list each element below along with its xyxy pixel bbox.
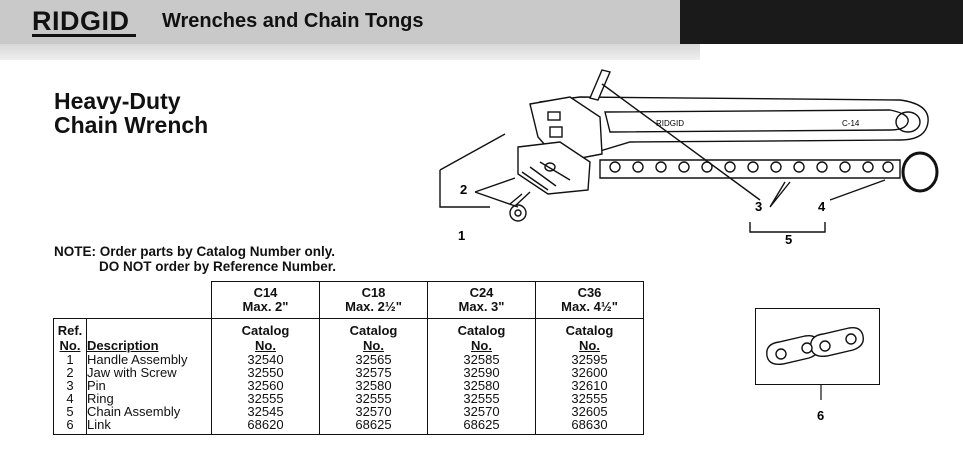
callout-1: 1	[458, 228, 465, 243]
page-title-line2: Chain Wrench	[54, 112, 209, 138]
model-header-c18: C18 Max. 2½"	[319, 281, 428, 319]
page-title-line1: Heavy-Duty	[54, 88, 181, 114]
wrench-brand-label: RIDGID	[656, 119, 684, 128]
callout-5: 5	[785, 232, 792, 247]
catalog-col-c18: 32565 32575 32580 32555 32570 68625	[319, 353, 428, 435]
page-title: Heavy-Duty Chain Wrench	[54, 89, 208, 137]
handle-hole	[895, 111, 921, 133]
table-row: 4	[66, 391, 74, 406]
table-row: 3	[66, 378, 74, 393]
banner-black-panel	[680, 0, 963, 44]
order-note: NOTE: Order parts by Catalog Number only…	[54, 244, 336, 274]
callout-4: 4	[818, 199, 826, 214]
table-data-block: 1 2 3 4 5 6 Handle Assembly Jaw with Scr…	[53, 352, 644, 435]
table-row: 5	[66, 404, 74, 419]
header-banner: RIDGID Wrenches and Chain Tongs	[0, 0, 963, 60]
ring-part	[901, 151, 939, 193]
table-row: 2	[66, 365, 74, 380]
table-model-header-row: C14 Max. 2" C18 Max. 2½" C24 Max. 3" C36…	[54, 281, 644, 319]
table-body: Ref. No. Description Catalog No. Catalog…	[53, 318, 644, 435]
brand-logo-underline	[32, 34, 136, 37]
order-note-line2: DO NOT order by Reference Number.	[99, 259, 337, 274]
chain-link-illustration: 6	[755, 308, 880, 423]
order-note-line1: NOTE: Order parts by Catalog Number only…	[54, 244, 336, 259]
table-row: 1	[66, 352, 74, 367]
catalog-col-c24: 32585 32590 32580 32555 32570 68625	[427, 353, 536, 435]
parts-table: C14 Max. 2" C18 Max. 2½" C24 Max. 3" C36…	[53, 281, 644, 435]
catalog-col-c36: 32595 32600 32610 32555 32605 68630	[535, 353, 644, 435]
pin-part	[589, 69, 611, 101]
model-header-c36: C36 Max. 4½"	[535, 281, 644, 319]
chain-wrench-exploded-illustration: 2 1 3 4 5 RIDGID C-14	[439, 69, 939, 247]
callout-6: 6	[817, 408, 824, 423]
model-header-c24: C24 Max. 3"	[427, 281, 536, 319]
catalog-col-c14: 32540 32550 32560 32555 32545 68620	[211, 353, 320, 435]
table-row: 6	[66, 417, 74, 432]
callout-3: 3	[755, 199, 762, 214]
banner-strip	[0, 44, 700, 60]
chain-part	[599, 159, 901, 179]
section-title: Wrenches and Chain Tongs	[162, 10, 424, 32]
table-column-header-row: Ref. No. Description Catalog No. Catalog…	[53, 318, 644, 353]
callout-2: 2	[460, 182, 467, 197]
model-header-c14: C14 Max. 2"	[211, 281, 320, 319]
wrench-model-label: C-14	[842, 119, 860, 128]
brand-logo: RIDGID	[32, 6, 130, 36]
